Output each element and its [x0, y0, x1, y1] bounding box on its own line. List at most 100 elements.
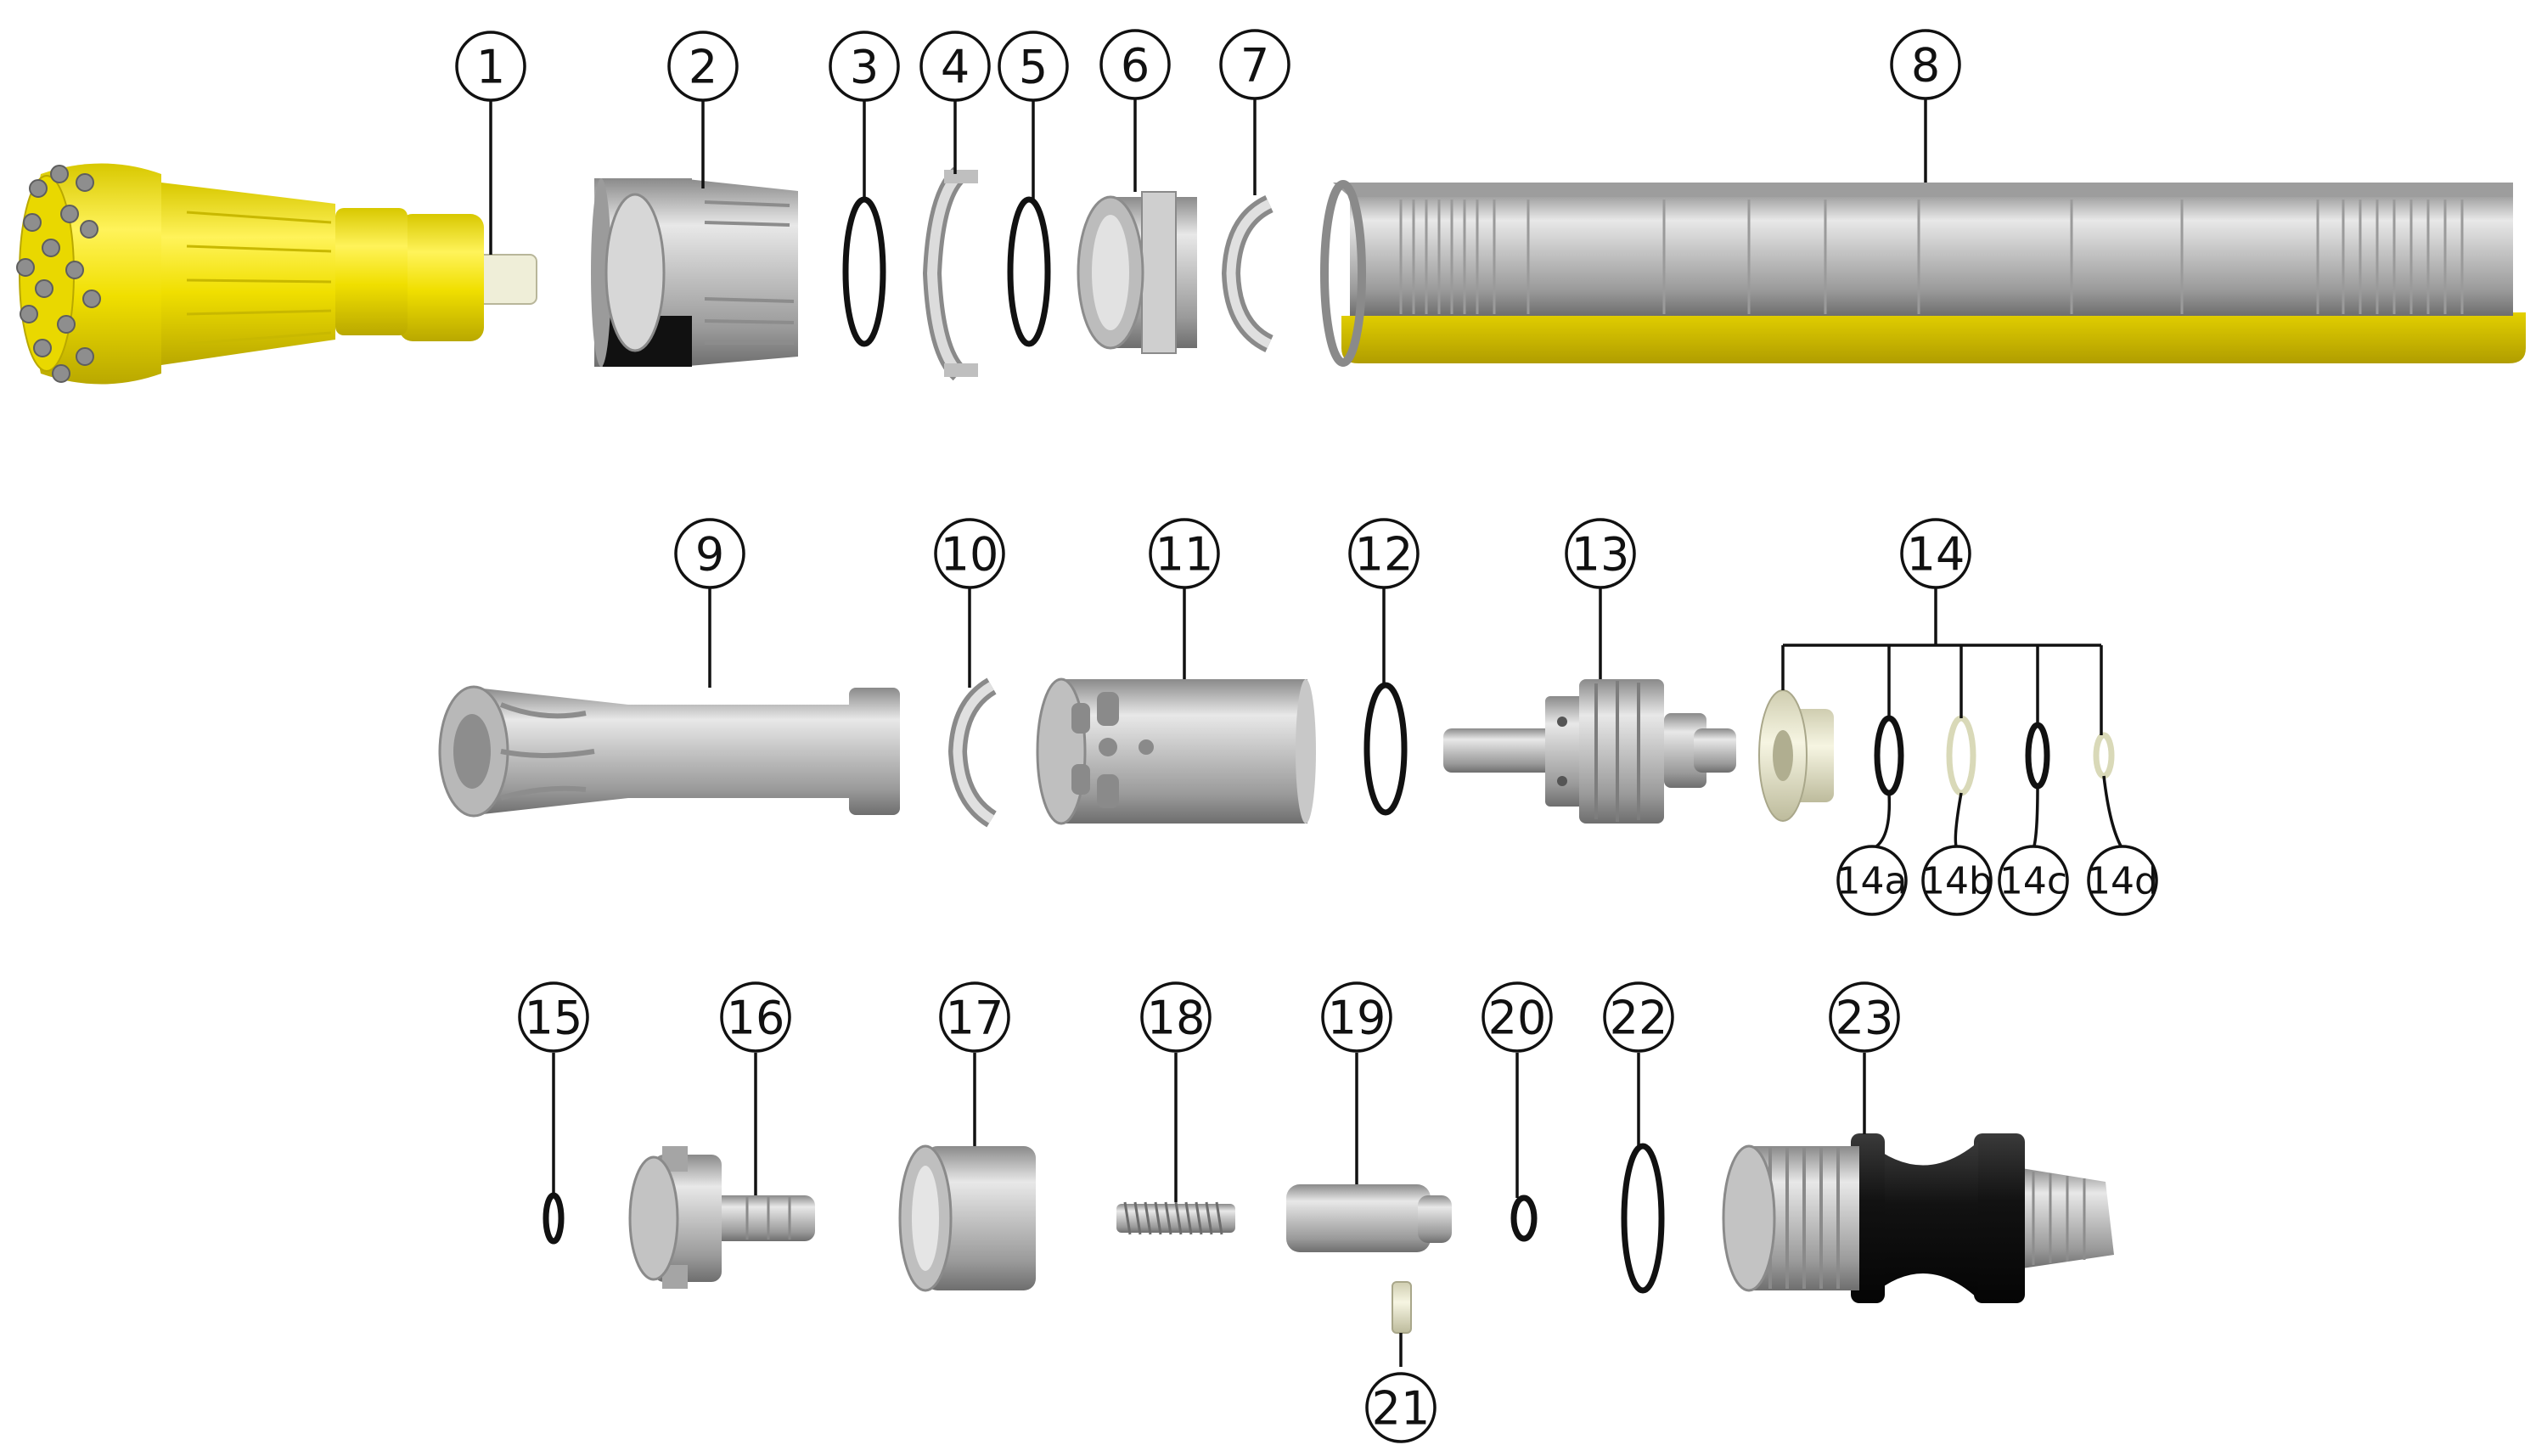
part-3-o-ring: [842, 196, 886, 347]
callout-number: 14c: [1999, 860, 2067, 903]
callout-16: 16: [720, 981, 791, 1053]
callout-circle: [1921, 845, 1993, 916]
callout-5: 5: [998, 31, 1069, 102]
callout-circle: [1219, 29, 1290, 100]
callout-13: 13: [1565, 518, 1636, 589]
part-11-cylinder: [1036, 677, 1316, 825]
callout-22: 22: [1603, 981, 1674, 1053]
part-5-o-ring: [1007, 196, 1051, 347]
callout-6: 6: [1099, 29, 1171, 100]
part-12-o-ring: [1363, 682, 1408, 816]
part-2-chuck: [591, 178, 798, 367]
callout-19: 19: [1321, 981, 1392, 1053]
part-9-piston: [438, 685, 900, 818]
callout-18: 18: [1140, 981, 1212, 1053]
part-7-retaining-ring: [1221, 195, 1274, 352]
callout-number: 3: [850, 41, 879, 94]
callout-circle: [674, 518, 745, 589]
callout-circle: [998, 31, 1069, 102]
callout-15: 15: [518, 981, 589, 1053]
callout-circle: [1890, 29, 1961, 100]
callout-number: 14b: [1921, 860, 1993, 903]
part-16-check-valve: [628, 1146, 815, 1289]
callout-number: 1: [476, 41, 505, 94]
callout-21: 21: [1365, 1372, 1437, 1443]
callout-circle: [455, 31, 526, 102]
callout-number: 5: [1019, 41, 1048, 94]
part-14d-o-ring: [2093, 732, 2115, 779]
callout-number: 2: [689, 41, 717, 94]
callout-number: 8: [1911, 39, 1940, 93]
callout-circle: [1836, 845, 1908, 916]
callout-number: 18: [1147, 992, 1206, 1045]
callout-14b: 14b: [1921, 845, 1993, 916]
callout-circle: [667, 31, 739, 102]
callout-number: 9: [695, 528, 724, 582]
callout-11: 11: [1149, 518, 1220, 589]
part-17-valve-sleeve: [898, 1144, 1036, 1292]
callout-circle: [518, 981, 589, 1053]
callout-circle: [1482, 981, 1553, 1053]
callout-circle: [1603, 981, 1674, 1053]
callout-14a: 14a: [1836, 845, 1908, 916]
callout-circle: [919, 31, 991, 102]
callout-1: 1: [455, 31, 526, 102]
callout-circle: [2087, 845, 2158, 916]
part-4-split-ring: [922, 166, 985, 381]
part-10-split-ring: [947, 677, 998, 828]
callout-17: 17: [939, 981, 1010, 1053]
callout-number: 16: [727, 992, 785, 1045]
part-22-o-ring: [1621, 1143, 1665, 1294]
callout-circle: [1348, 518, 1420, 589]
callout-circle: [939, 981, 1010, 1053]
callout-circle: [1565, 518, 1636, 589]
leader-lines: [489, 96, 2124, 1367]
part-18-spring: [1116, 1201, 1235, 1235]
part-1-drill-bit: [16, 163, 537, 385]
part-8-outer-casing: [1320, 180, 2526, 367]
callout-number: 13: [1571, 528, 1630, 582]
callout-7: 7: [1219, 29, 1290, 100]
callout-circle: [720, 981, 791, 1053]
part-13-control-tube: [1443, 679, 1736, 824]
callout-8: 8: [1890, 29, 1961, 100]
callout-circle: [1321, 981, 1392, 1053]
callout-circle: [1900, 518, 1971, 589]
callout-circle: [1149, 518, 1220, 589]
callout-number: 11: [1155, 528, 1214, 582]
part-23-back-head: [1722, 1133, 2114, 1303]
callout-2: 2: [667, 31, 739, 102]
callout-number: 21: [1372, 1382, 1431, 1436]
callout-circle: [1829, 981, 1900, 1053]
callout-number: 20: [1488, 992, 1547, 1045]
part-14a-o-ring: [1874, 715, 1904, 796]
callout-number: 7: [1240, 39, 1269, 93]
callout-circle: [1140, 981, 1212, 1053]
callout-number: 4: [941, 41, 970, 94]
callout-number: 14: [1907, 528, 1965, 582]
callout-number: 14d: [2087, 860, 2158, 903]
callout-circle: [1998, 845, 2069, 916]
part-14c-o-ring: [2025, 722, 2050, 790]
callout-23: 23: [1829, 981, 1900, 1053]
callout-number: 15: [525, 992, 583, 1045]
callout-number: 6: [1121, 39, 1150, 93]
callout-12: 12: [1348, 518, 1420, 589]
callout-number: 14a: [1837, 860, 1908, 903]
part-21-pin: [1392, 1281, 1412, 1334]
callout-number: 10: [941, 528, 999, 582]
part-14-seal-kit: [1758, 689, 2115, 822]
callout-10: 10: [934, 518, 1005, 589]
callout-number: 17: [946, 992, 1004, 1045]
callout-circle: [934, 518, 1005, 589]
callout-number: 22: [1610, 992, 1668, 1045]
callout-3: 3: [829, 31, 900, 102]
part-15-o-ring: [543, 1192, 565, 1245]
callout-20: 20: [1482, 981, 1553, 1053]
part-19-valve-plunger: [1286, 1184, 1452, 1252]
callout-circle: [829, 31, 900, 102]
callout-number: 23: [1836, 992, 1894, 1045]
callout-14d: 14d: [2087, 845, 2158, 916]
callout-4: 4: [919, 31, 991, 102]
